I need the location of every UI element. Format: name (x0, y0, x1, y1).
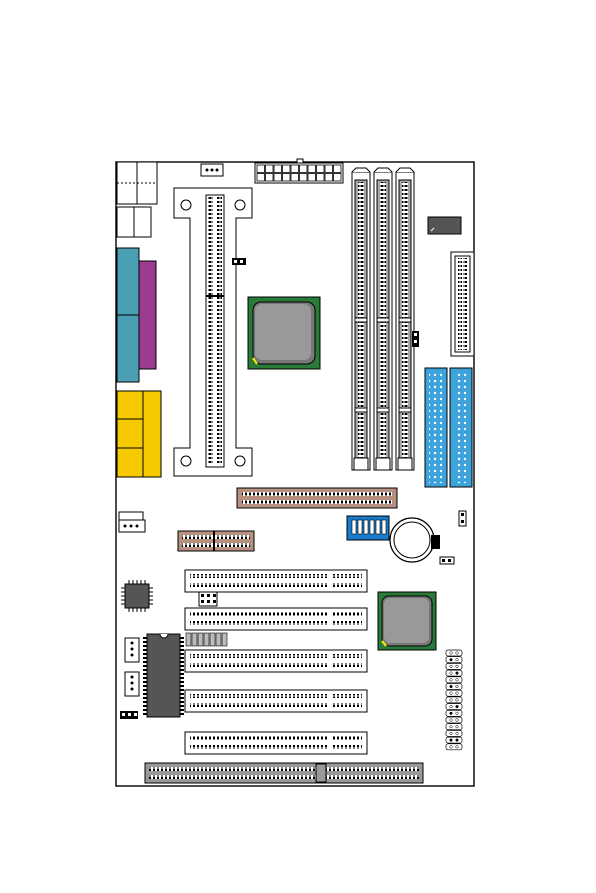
system-fan-header (119, 512, 145, 532)
capacitor (192, 633, 197, 646)
atx-pin (257, 165, 265, 173)
capacitor (204, 633, 209, 646)
pci-slot (185, 570, 367, 592)
header-pin-pair (446, 744, 462, 750)
header-pin-pair (446, 657, 462, 663)
clock-chip (428, 217, 461, 234)
capacitor-array (186, 633, 227, 646)
atx-pin (325, 165, 333, 173)
atx-pin (283, 174, 291, 182)
bios-dip-switch (347, 516, 389, 540)
header-pin-pair (446, 724, 462, 730)
header-pin-pair (446, 710, 462, 716)
dimm-slot (352, 168, 370, 470)
atx-pin (291, 174, 299, 182)
header-pin-pair (446, 730, 462, 736)
atx-pin (300, 165, 308, 173)
ide-connector-primary (425, 368, 447, 487)
atx-pin (317, 174, 325, 182)
dip-switch (370, 520, 374, 534)
cd-audio-header (125, 638, 139, 662)
atx-pin (266, 174, 274, 182)
aux-audio-header (125, 672, 139, 696)
floppy-connector (451, 252, 474, 356)
jumper-jp5 (199, 592, 217, 606)
northbridge-chip (248, 297, 320, 369)
capacitor (198, 633, 203, 646)
ide-connector-secondary (450, 368, 472, 487)
cpu-fan-header (201, 164, 223, 176)
dimm-slots (352, 168, 414, 470)
capacitor (216, 633, 221, 646)
dip-switch (352, 520, 356, 534)
atx-pin (308, 165, 316, 173)
header-pin-pair (446, 690, 462, 696)
jumper-jp3 (459, 511, 466, 526)
header-pin-pair (446, 704, 462, 710)
pci-slot (185, 608, 367, 630)
atx-pin (334, 174, 342, 182)
dip-switch (382, 520, 386, 534)
atx-pin (283, 165, 291, 173)
header-pin-pair (446, 663, 462, 669)
jumper-jp2 (412, 331, 419, 347)
dip-switch (364, 520, 368, 534)
pci-slot (185, 650, 367, 672)
usb-ports (117, 207, 151, 237)
header-pin-pair (446, 697, 462, 703)
header-pin-pair (446, 717, 462, 723)
capacitor (186, 633, 191, 646)
southbridge-chip (378, 592, 436, 650)
atx-pin (257, 174, 265, 182)
front-panel-header (446, 650, 462, 750)
audio-jacks (117, 391, 161, 477)
atx-pin (274, 165, 282, 173)
capacitor (222, 633, 227, 646)
atx-power-connector (255, 159, 343, 183)
jumper-jp4 (440, 557, 454, 564)
header-pin-pair (446, 684, 462, 690)
audio-codec-chip (121, 580, 153, 612)
atx-pin (266, 165, 274, 173)
dip-switch (376, 520, 380, 534)
ps2-ports (117, 162, 157, 204)
header-pin-pair (446, 650, 462, 656)
isa-slot (145, 763, 423, 783)
capacitor (210, 633, 215, 646)
atx-pin (291, 165, 299, 173)
cnr-slot (178, 531, 254, 551)
atx-pin (325, 174, 333, 182)
atx-pin (308, 174, 316, 182)
atx-pin (274, 174, 282, 182)
dimm-slot (374, 168, 392, 470)
agp-slot (237, 488, 397, 508)
header-pin-pair (446, 677, 462, 683)
pci-slot (185, 690, 367, 712)
dimm-slot (396, 168, 414, 470)
dip-switch (358, 520, 362, 534)
header-pin-pair (446, 737, 462, 743)
serial-port (139, 261, 156, 369)
super-io-chip (143, 634, 184, 717)
header-pin-pair (446, 670, 462, 676)
jumper-jp6 (120, 711, 138, 719)
pci-slot (185, 732, 367, 754)
atx-pin (317, 165, 325, 173)
atx-pin (334, 165, 342, 173)
atx-pin (300, 174, 308, 182)
